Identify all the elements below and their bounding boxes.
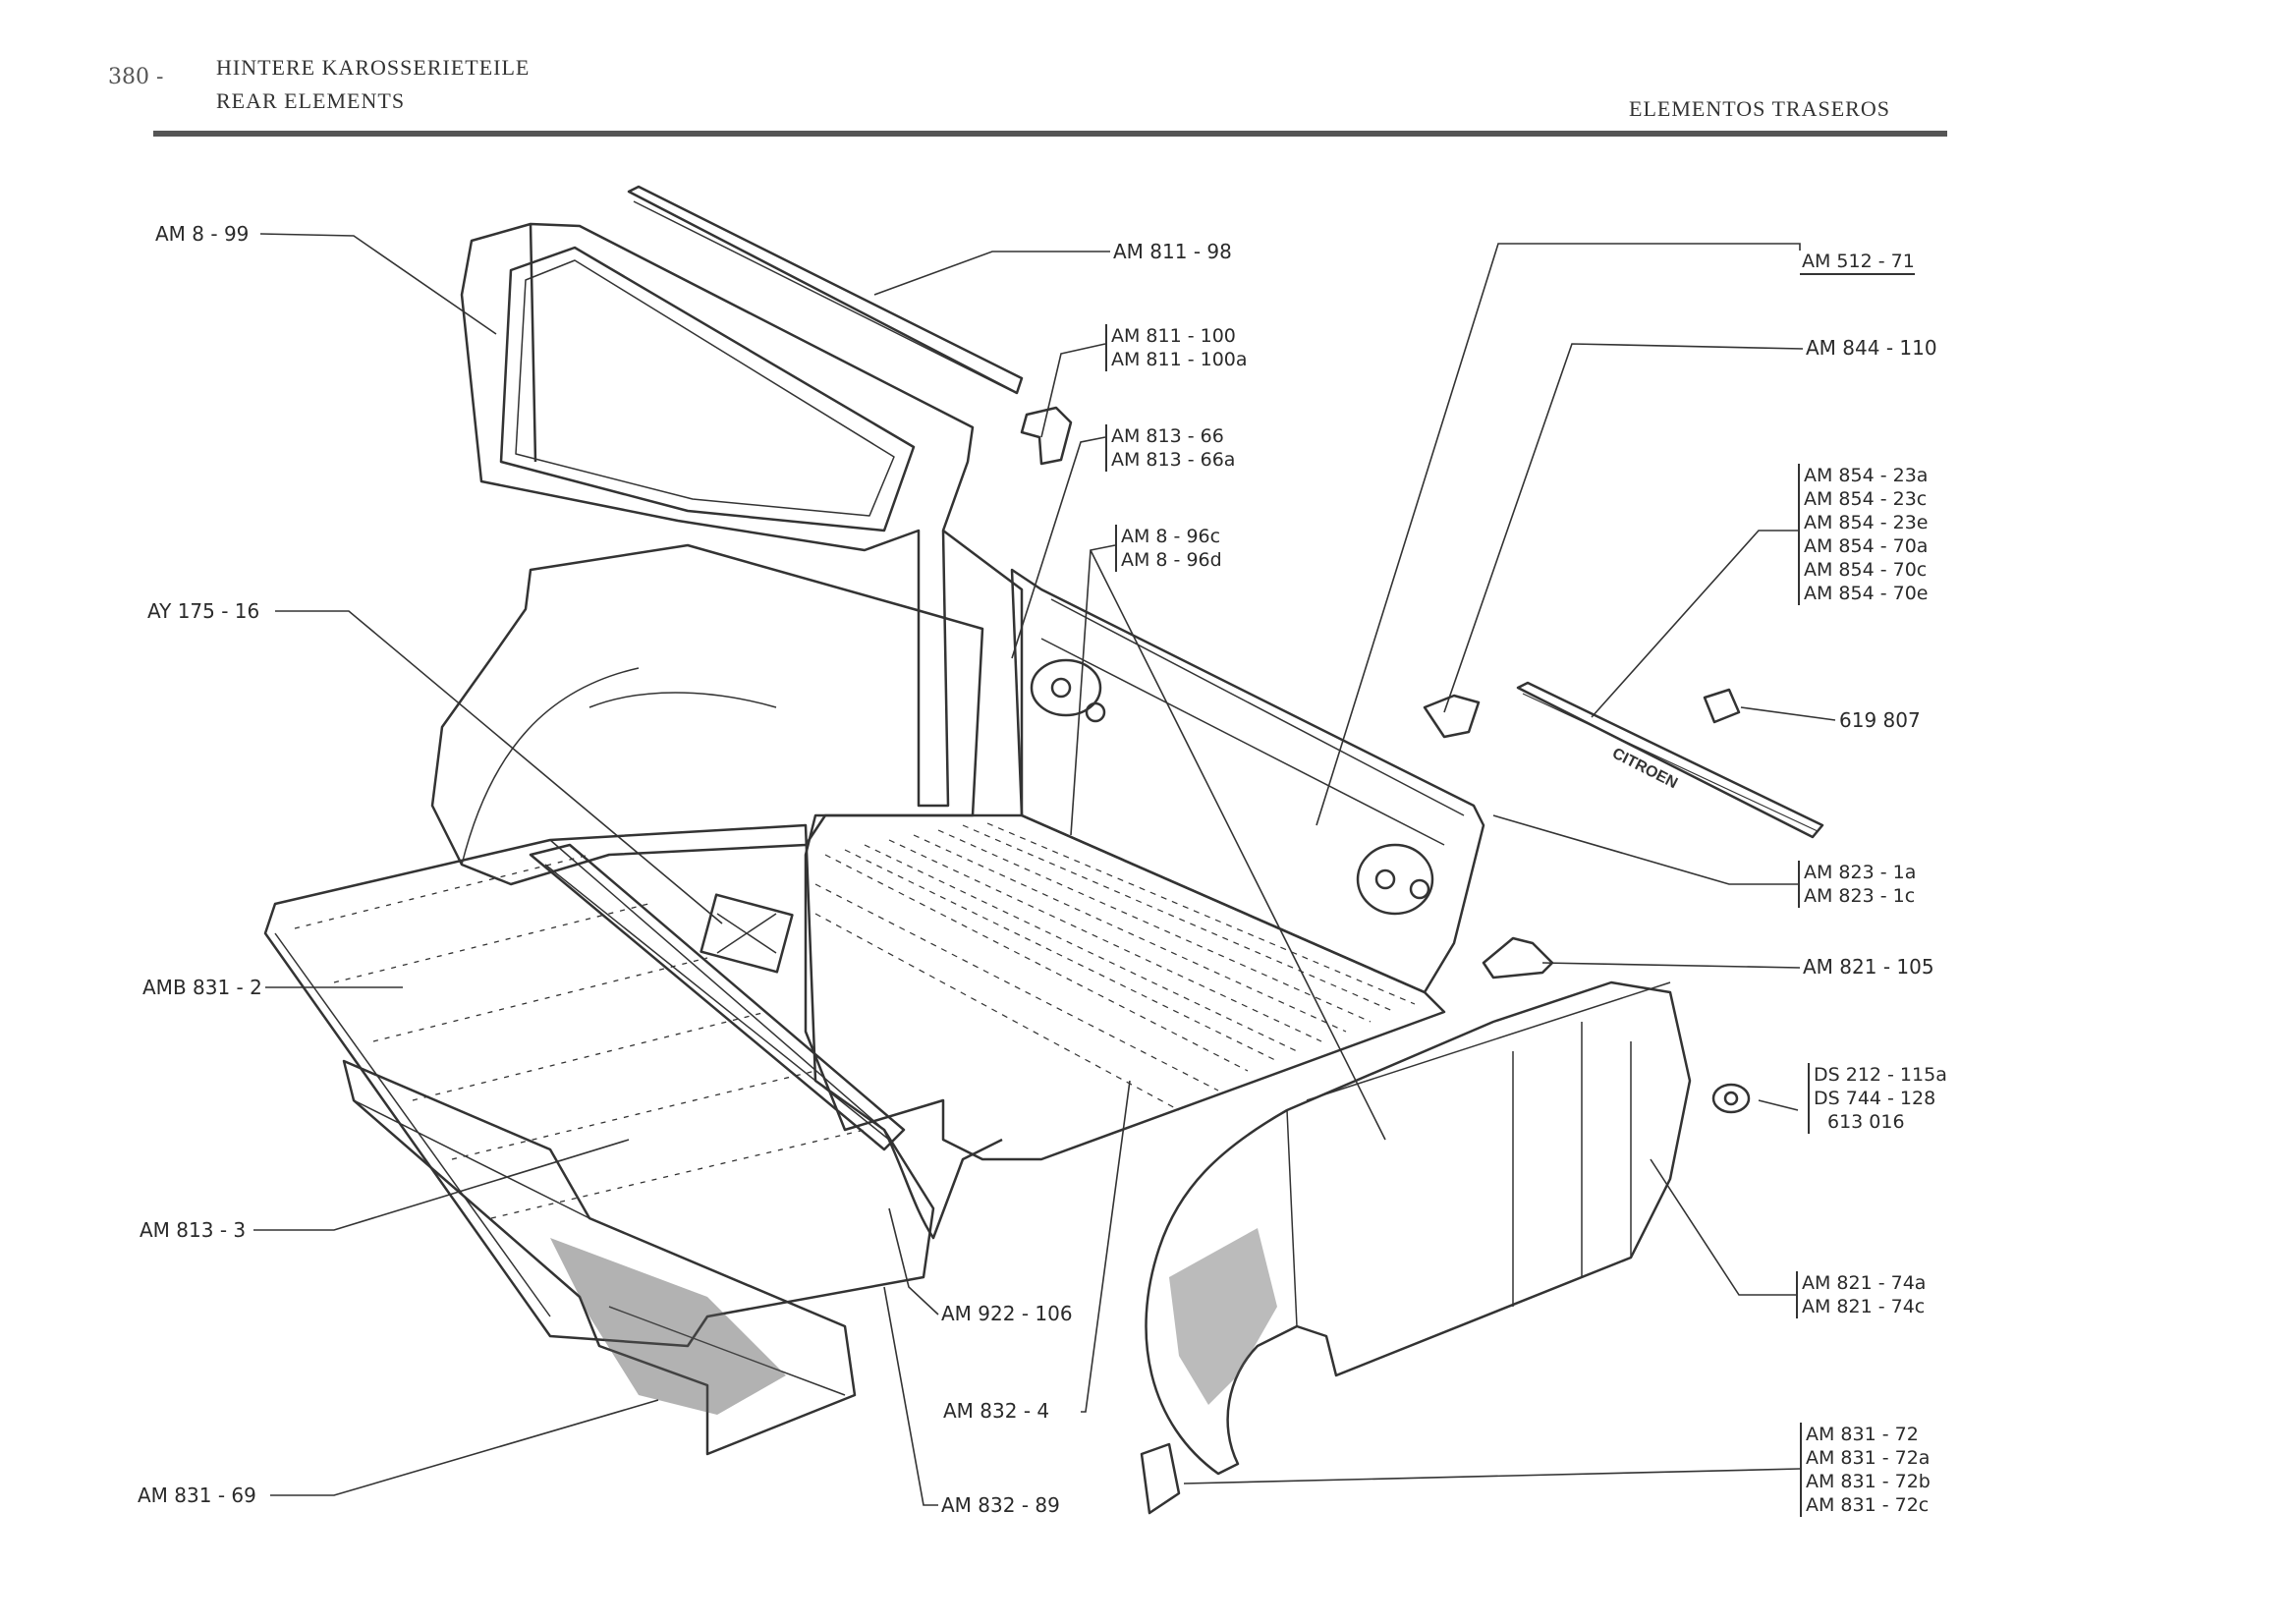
small-bracket bbox=[1020, 406, 1073, 466]
label-am-813-66: AM 813 - 66 bbox=[1111, 425, 1224, 447]
tub-rail bbox=[882, 1129, 1003, 1240]
label-am-922-106: AM 922 - 106 bbox=[941, 1302, 1073, 1325]
under-bracket-rust-shading bbox=[550, 1238, 786, 1415]
label-group-am-8-96: AM 8 - 96c AM 8 - 96d bbox=[1115, 525, 1222, 572]
title-english: REAR ELEMENTS bbox=[216, 88, 406, 113]
label-am-854-70a: AM 854 - 70a bbox=[1804, 535, 1929, 557]
grommet bbox=[1711, 1083, 1751, 1114]
floor-pan bbox=[804, 813, 1446, 1161]
rear-window-frame bbox=[460, 222, 1024, 815]
label-group-am-512-71: AM 512 - 71 bbox=[1800, 250, 1915, 275]
page-number: 380 - bbox=[108, 65, 164, 89]
label-am-854-23a: AM 854 - 23a bbox=[1804, 465, 1929, 486]
label-am-823-1c: AM 823 - 1c bbox=[1804, 885, 1916, 907]
label-group-am-854: AM 854 - 23a AM 854 - 23c AM 854 - 23e A… bbox=[1798, 464, 1929, 605]
citroen-chrome-strip bbox=[1516, 681, 1824, 839]
label-group-am-823-1: AM 823 - 1a AM 823 - 1c bbox=[1798, 861, 1916, 908]
label-amb-831-2: AMB 831 - 2 bbox=[142, 976, 262, 999]
label-am-844-110: AM 844 - 110 bbox=[1806, 336, 1937, 360]
title-german: HINTERE KAROSSERIETEILE bbox=[216, 55, 531, 80]
label-am-512-71: AM 512 - 71 bbox=[1802, 251, 1915, 272]
label-group-am-831-72: AM 831 - 72 AM 831 - 72a AM 831 - 72b AM… bbox=[1800, 1423, 1931, 1517]
label-group-ds: DS 212 - 115a DS 744 - 128 613 016 bbox=[1808, 1063, 1947, 1134]
label-ds-212-115a: DS 212 - 115a bbox=[1814, 1064, 1947, 1086]
roof-strip bbox=[627, 185, 1024, 395]
label-am-854-23e: AM 854 - 23e bbox=[1804, 512, 1929, 533]
label-am-831-72c: AM 831 - 72c bbox=[1806, 1494, 1930, 1516]
label-am-821-105: AM 821 - 105 bbox=[1803, 955, 1934, 979]
label-group-am-821-74: AM 821 - 74a AM 821 - 74c bbox=[1796, 1271, 1926, 1318]
title-spanish: ELEMENTOS TRASEROS bbox=[1629, 96, 1890, 121]
label-am-831-69: AM 831 - 69 bbox=[138, 1484, 256, 1507]
inner-wheel-arch bbox=[430, 543, 984, 886]
label-am-854-70c: AM 854 - 70c bbox=[1804, 559, 1928, 581]
right-side-panel bbox=[1010, 568, 1485, 994]
label-am-8-99: AM 8 - 99 bbox=[155, 222, 250, 246]
label-am-854-70e: AM 854 - 70e bbox=[1804, 583, 1929, 604]
label-am-8-96c: AM 8 - 96c bbox=[1121, 526, 1221, 547]
label-am-811-100a: AM 811 - 100a bbox=[1111, 349, 1248, 370]
label-am-831-72a: AM 831 - 72a bbox=[1806, 1447, 1931, 1469]
label-am-813-3: AM 813 - 3 bbox=[140, 1218, 247, 1242]
label-am-832-4: AM 832 - 4 bbox=[943, 1399, 1050, 1423]
label-am-821-74c: AM 821 - 74c bbox=[1802, 1296, 1926, 1317]
label-ds-744-128: DS 744 - 128 bbox=[1814, 1088, 1936, 1109]
leader-lines bbox=[253, 233, 1836, 1506]
rear-wing bbox=[1145, 980, 1692, 1476]
label-group-am-813-66: AM 813 - 66 AM 813 - 66a bbox=[1105, 424, 1235, 472]
label-619-807: 619 807 bbox=[1839, 708, 1921, 732]
hook bbox=[1482, 936, 1554, 980]
label-am-821-74a: AM 821 - 74a bbox=[1802, 1272, 1927, 1294]
label-am-813-66a: AM 813 - 66a bbox=[1111, 449, 1236, 471]
mud-flap bbox=[1140, 1442, 1181, 1515]
label-am-811-98: AM 811 - 98 bbox=[1113, 240, 1232, 263]
rear-wing-rust-shading bbox=[1169, 1228, 1277, 1405]
under-bracket bbox=[342, 1059, 857, 1456]
label-ay-175-16: AY 175 - 16 bbox=[147, 599, 260, 623]
label-am-854-23c: AM 854 - 23c bbox=[1804, 488, 1928, 510]
label-613-016: 613 016 bbox=[1827, 1111, 1905, 1133]
label-am-823-1a: AM 823 - 1a bbox=[1804, 862, 1917, 883]
label-am-831-72b: AM 831 - 72b bbox=[1806, 1471, 1931, 1492]
cross-member bbox=[529, 843, 906, 1151]
label-am-811-100: AM 811 - 100 bbox=[1111, 325, 1236, 347]
header-rule bbox=[153, 131, 1947, 137]
label-am-832-89: AM 832 - 89 bbox=[941, 1493, 1060, 1517]
hinge bbox=[1423, 694, 1481, 739]
label-group-am-811-100: AM 811 - 100 AM 811 - 100a bbox=[1105, 324, 1248, 371]
label-am-8-96d: AM 8 - 96d bbox=[1121, 549, 1222, 571]
label-am-831-72: AM 831 - 72 bbox=[1806, 1424, 1919, 1445]
left-floor-section bbox=[263, 823, 935, 1348]
clip bbox=[1703, 688, 1741, 724]
